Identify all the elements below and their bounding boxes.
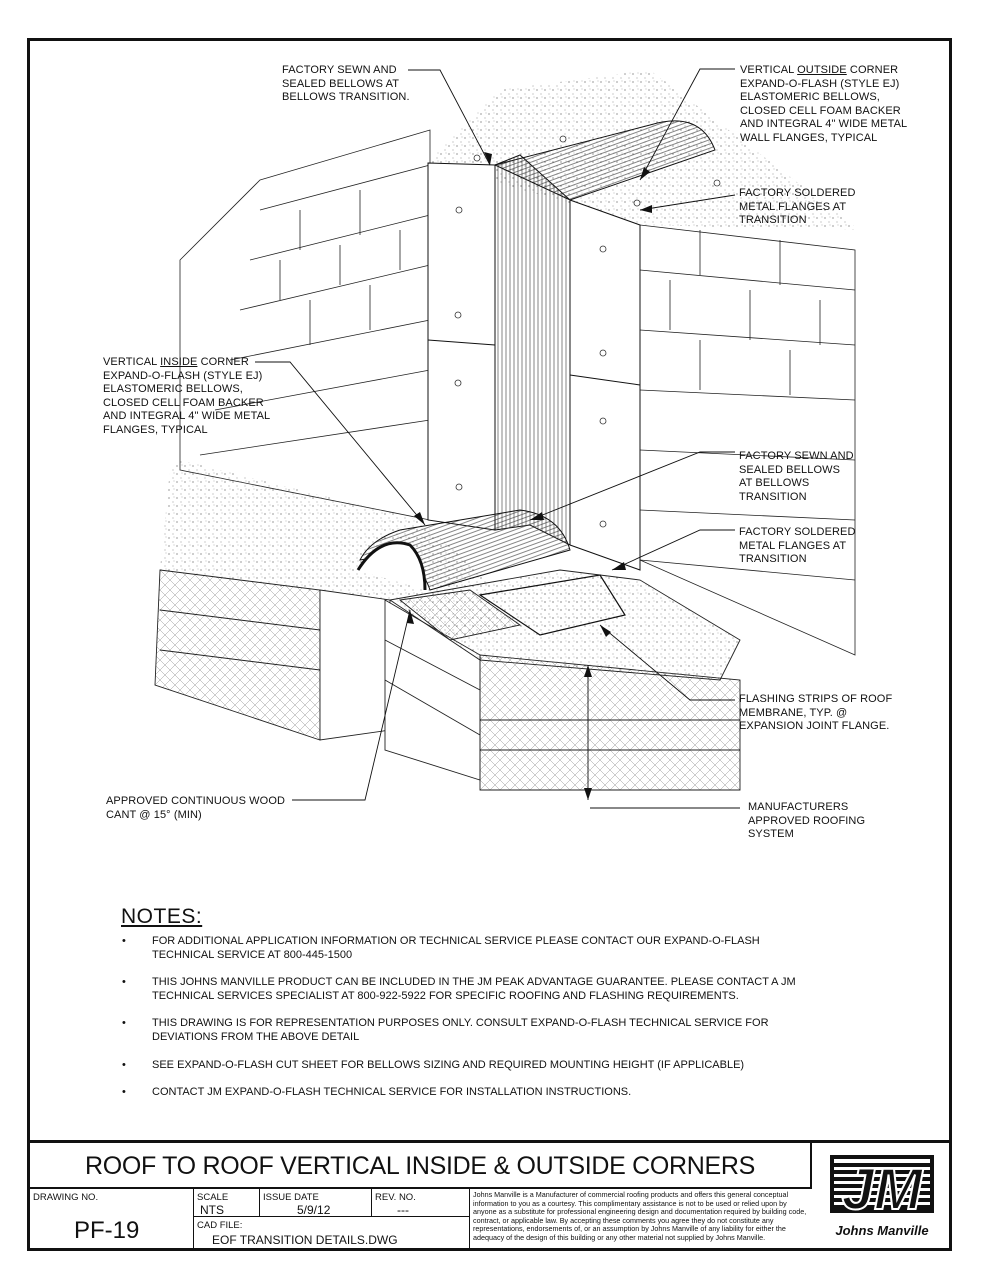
notes-title: NOTES: [121,905,203,928]
note-item: FOR ADDITIONAL APPLICATION INFORMATION O… [120,935,820,962]
note-item: THIS DRAWING IS FOR REPRESENTATION PURPO… [120,1017,820,1044]
cad-file-cell: CAD FILE: EOF TRANSITION DETAILS.DWG [194,1217,470,1251]
scale-label: SCALE [197,1192,229,1203]
notes-list: FOR ADDITIONAL APPLICATION INFORMATION O… [120,935,820,1114]
drawing-frame [27,38,952,1251]
revision-cell: REV. NO. --- [372,1189,470,1217]
isometric-detail-drawing [154,68,860,809]
drawing-number-cell: DRAWING NO. PF-19 [30,1189,194,1251]
callout-factory-soldered-top: FACTORY SOLDERED METAL FLANGES AT TRANSI… [739,187,856,227]
callout-flashing-strips: FLASHING STRIPS OF ROOF MEMBRANE, TYP. @… [739,693,893,733]
callout-factory-sewn-top: FACTORY SEWN AND SEALED BELLOWS AT BELLO… [282,64,410,104]
svg-text:JM: JM [842,1157,924,1222]
drawing-number: PF-19 [74,1217,140,1244]
scale-cell: SCALE NTS [194,1189,260,1217]
drawing-number-label: DRAWING NO. [33,1192,99,1203]
title-block: ROOF TO ROOF VERTICAL INSIDE & OUTSIDE C… [30,1140,949,1251]
callout-factory-soldered-mid: FACTORY SOLDERED METAL FLANGES AT TRANSI… [739,526,856,566]
callout-vertical-outside-corner: VERTICAL OUTSIDE CORNER EXPAND-O-FLASH (… [740,64,908,144]
issue-date-label: ISSUE DATE [263,1192,319,1203]
scale-value: NTS [200,1203,224,1217]
disclaimer-text: Johns Manville is a Manufacturer of comm… [473,1190,807,1242]
note-item: SEE EXPAND-O-FLASH CUT SHEET FOR BELLOWS… [120,1059,820,1073]
note-item: THIS JOHNS MANVILLE PRODUCT CAN BE INCLU… [120,976,820,1003]
revision-label: REV. NO. [375,1192,416,1203]
callout-factory-sewn-mid: FACTORY SEWN AND SEALED BELLOWS AT BELLO… [739,450,854,503]
revision-value: --- [397,1203,409,1217]
drawing-title: ROOF TO ROOF VERTICAL INSIDE & OUTSIDE C… [30,1143,812,1189]
svg-text:Johns Manville: Johns Manville [835,1223,928,1238]
johns-manville-logo: JM Johns Manville [812,1143,949,1251]
cad-file-label: CAD FILE: [197,1220,243,1231]
callout-roofing-system: MANUFACTURERS APPROVED ROOFING SYSTEM [748,801,866,841]
note-item: CONTACT JM EXPAND-O-FLASH TECHNICAL SERV… [120,1086,820,1100]
jm-logo-icon: JM Johns Manville [830,1155,934,1238]
cad-file-value: EOF TRANSITION DETAILS.DWG [212,1233,398,1247]
callout-wood-cant: APPROVED CONTINUOUS WOOD CANT @ 15° (MIN… [106,795,286,821]
issue-date-value: 5/9/12 [297,1203,331,1217]
callout-vertical-inside-corner: VERTICAL INSIDE CORNER EXPAND-O-FLASH (S… [103,356,271,436]
issue-date-cell: ISSUE DATE 5/9/12 [260,1189,372,1217]
